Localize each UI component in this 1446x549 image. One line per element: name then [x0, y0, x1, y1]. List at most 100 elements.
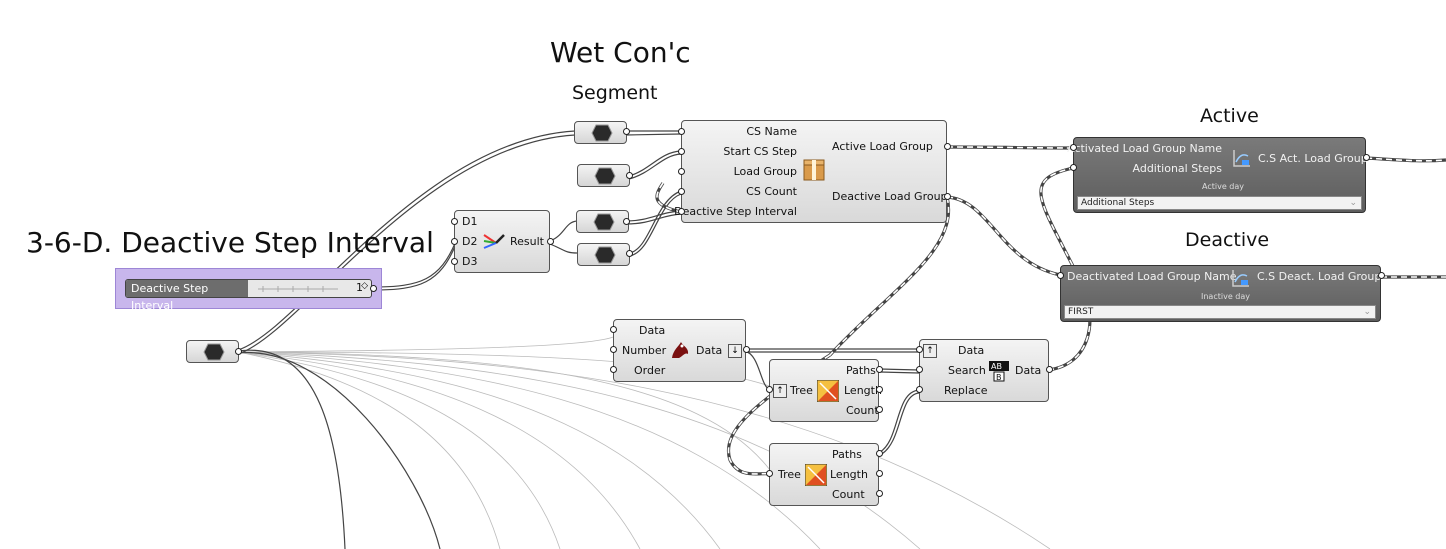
cs-count-param[interactable]: [577, 243, 630, 266]
tree-output-count: Count: [846, 404, 879, 417]
replace-port[interactable]: [916, 366, 923, 373]
deact-dropdown[interactable]: FIRST⌄: [1064, 305, 1376, 319]
merge-input-d2: D2: [462, 235, 478, 248]
tree-port[interactable]: [876, 406, 883, 413]
cs-port[interactable]: [678, 208, 685, 215]
hexagon-icon: [594, 246, 616, 264]
tree-port[interactable]: [876, 470, 883, 477]
cs-port[interactable]: [678, 168, 685, 175]
svg-text:AB: AB: [991, 362, 1002, 371]
cs-port[interactable]: [678, 128, 685, 135]
act-port[interactable]: [1363, 154, 1370, 161]
deactive-heading: Deactive: [1185, 229, 1270, 251]
replace-port[interactable]: [1046, 366, 1053, 373]
merge-input-d3: D3: [462, 255, 478, 268]
tree-port[interactable]: [876, 386, 883, 393]
cs-port[interactable]: [944, 193, 951, 200]
segment-param[interactable]: [574, 121, 627, 144]
sort-port[interactable]: [743, 346, 750, 353]
slider-grip-icon[interactable]: ◇: [361, 281, 368, 291]
act-input-steps: Additional Steps: [1132, 162, 1223, 175]
replace-component[interactable]: ↑ Data Search Replace AB B Data: [919, 339, 1049, 402]
tree-port[interactable]: [766, 470, 773, 477]
param-port[interactable]: [623, 218, 630, 225]
tree-port[interactable]: [876, 490, 883, 497]
replace-input-search: Search: [948, 364, 986, 377]
replace-input-replace: Replace: [944, 384, 988, 397]
sort-component[interactable]: Data Number Order Data ↓: [613, 319, 746, 382]
cs-input-start-step: Start CS Step: [723, 145, 797, 158]
tree-statistics-component-2[interactable]: Tree Paths Length Count: [769, 443, 879, 506]
deact-output: C.S Deact. Load Group: [1257, 270, 1382, 283]
tree-port[interactable]: [876, 366, 883, 373]
hexagon-icon: [591, 124, 613, 142]
sort-input-number: Number: [622, 344, 667, 357]
sort-port[interactable]: [610, 326, 617, 333]
sort-port[interactable]: [610, 346, 617, 353]
deact-input-name: Deactivated Load Group Name: [1067, 270, 1237, 283]
cs-port[interactable]: [678, 188, 685, 195]
tree-input: Tree: [778, 468, 801, 481]
cs-act-load-group-component[interactable]: Activated Load Group Name Additional Ste…: [1067, 137, 1368, 213]
act-output: C.S Act. Load Group: [1258, 152, 1368, 165]
merge-input-d1: D1: [462, 215, 478, 228]
hexagon-icon: [203, 343, 225, 361]
load-group-icon: [1232, 270, 1249, 287]
svg-text:B: B: [996, 373, 1002, 382]
act-dropdown[interactable]: Additional Steps⌄: [1077, 196, 1362, 210]
act-input-name: Activated Load Group Name: [1067, 142, 1222, 155]
dragon-icon: [672, 342, 689, 358]
flatten-down-icon[interactable]: ↓: [728, 344, 742, 358]
load-group-param[interactable]: [576, 210, 629, 233]
merge-port[interactable]: [451, 258, 458, 265]
cs-port[interactable]: [678, 148, 685, 155]
cs-port[interactable]: [944, 143, 951, 150]
sort-port[interactable]: [610, 366, 617, 373]
replace-port[interactable]: [916, 346, 923, 353]
cs-deact-load-group-component[interactable]: Deactivated Load Group Name C.S Deact. L…: [1060, 265, 1381, 322]
merge-port[interactable]: [547, 238, 554, 245]
param-port[interactable]: [626, 172, 633, 179]
tree-statistics-component[interactable]: ↑ Tree Paths Length Count: [769, 359, 882, 422]
merge-port[interactable]: [451, 218, 458, 225]
slider-value: 1: [356, 281, 363, 294]
deactive-step-slider[interactable]: Deactive Step Interval 1 ◇: [125, 279, 372, 312]
replace-input-data: Data: [958, 344, 985, 357]
merge-component[interactable]: D1 D2 D3 Result: [454, 210, 550, 273]
deact-dropdown-value: FIRST: [1068, 307, 1094, 317]
param-port[interactable]: [626, 250, 633, 257]
tree-output-paths: Paths: [846, 364, 876, 377]
tree-output-paths: Paths: [832, 448, 862, 461]
act-port[interactable]: [1070, 164, 1077, 171]
source-param[interactable]: [186, 340, 239, 363]
cs-input-load-group: Load Group: [733, 165, 797, 178]
segment-heading: Segment: [572, 82, 658, 104]
deact-caption: Inactive day: [1201, 292, 1251, 301]
cs-output-deactive: Deactive Load Group: [832, 190, 948, 203]
param-port[interactable]: [623, 128, 630, 135]
cs-load-group-component[interactable]: CS Name Start CS Step Load Group CS Coun…: [674, 120, 948, 223]
slider-output-port[interactable]: [370, 285, 377, 292]
deact-port[interactable]: [1057, 272, 1064, 279]
graft-up-icon[interactable]: ↑: [773, 384, 787, 398]
text-replace-icon: AB B: [989, 361, 1009, 382]
replace-output-data: Data: [1015, 364, 1042, 377]
graft-up-icon[interactable]: ↑: [923, 344, 937, 358]
hexagon-icon: [593, 213, 615, 231]
tree-output-length: Length: [844, 384, 882, 397]
tree-port[interactable]: [876, 450, 883, 457]
tree-output-count: Count: [832, 488, 865, 501]
sort-output-data: Data: [696, 344, 723, 357]
wet-concrete-heading: Wet Con'c: [550, 36, 691, 69]
replace-port[interactable]: [916, 386, 923, 393]
merge-port[interactable]: [451, 238, 458, 245]
tree-port[interactable]: [766, 386, 773, 393]
param-port[interactable]: [235, 348, 242, 355]
tree-statistics-icon: [817, 380, 839, 402]
cs-input-deactive-interval: Deactive Step Interval: [674, 205, 797, 218]
act-port[interactable]: [1070, 144, 1077, 151]
deact-port[interactable]: [1378, 272, 1385, 279]
start-step-param[interactable]: [577, 164, 630, 187]
sort-input-order: Order: [634, 364, 666, 377]
